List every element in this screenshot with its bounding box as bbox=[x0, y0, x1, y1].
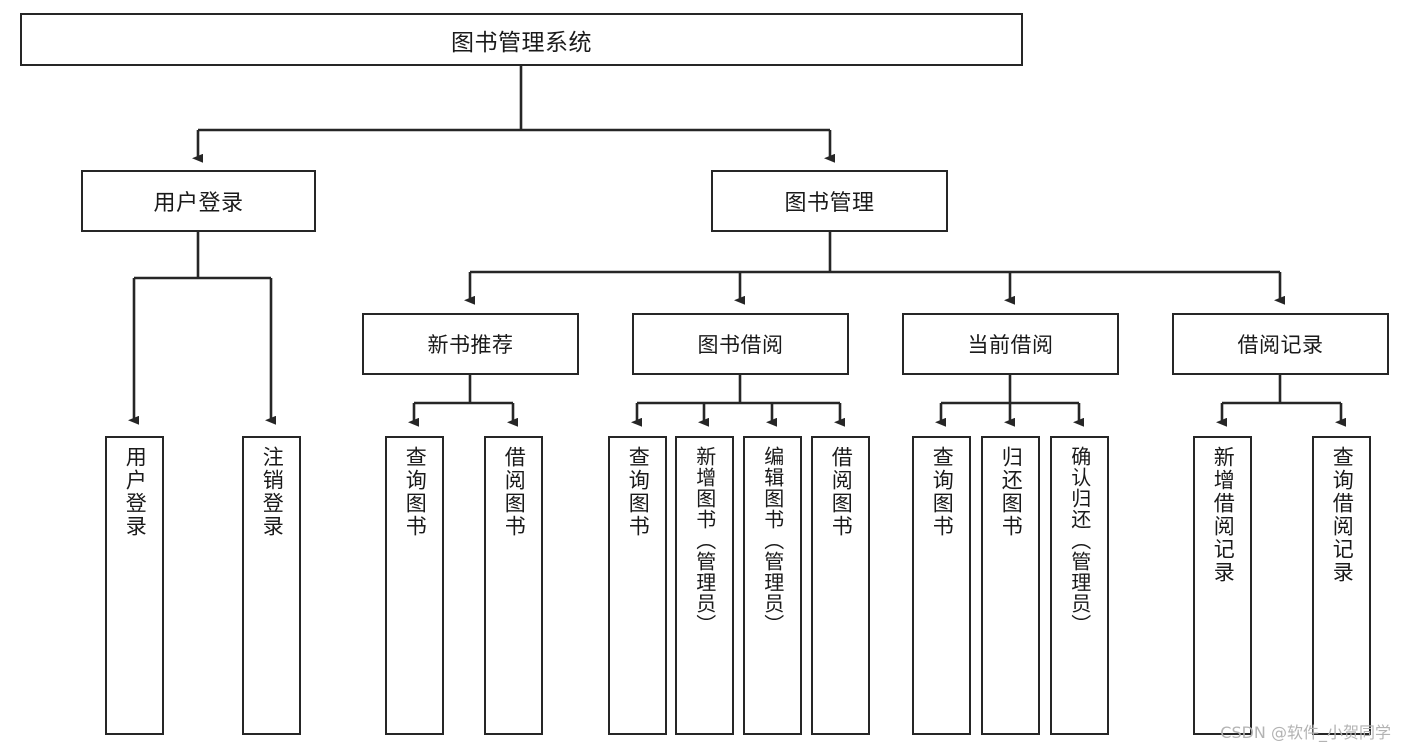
node-new-book-rec[interactable]: 新书推荐 bbox=[362, 313, 579, 375]
node-label: 借阅记录 bbox=[1237, 333, 1324, 357]
node-user-login[interactable]: 用户登录 bbox=[81, 170, 316, 232]
leaf-edit-book[interactable]: 编辑图书（管理员） bbox=[743, 436, 802, 735]
node-label: 查询图书 bbox=[403, 446, 428, 538]
node-label: 编辑图书（管理员） bbox=[760, 446, 785, 635]
node-label: 新书推荐 bbox=[427, 333, 514, 357]
leaf-logout-login[interactable]: 注销登录 bbox=[242, 436, 301, 735]
node-label: 确认归还（管理员） bbox=[1067, 446, 1092, 635]
leaf-query-book-3[interactable]: 查询图书 bbox=[912, 436, 971, 735]
node-label: 图书管理系统 bbox=[451, 29, 592, 56]
leaf-add-book[interactable]: 新增图书（管理员） bbox=[675, 436, 734, 735]
node-root-system[interactable]: 图书管理系统 bbox=[20, 13, 1023, 66]
node-label: 查询借阅记录 bbox=[1330, 446, 1355, 584]
leaf-borrow-book-2[interactable]: 借阅图书 bbox=[811, 436, 870, 735]
node-book-manage[interactable]: 图书管理 bbox=[711, 170, 948, 232]
node-book-borrow[interactable]: 图书借阅 bbox=[632, 313, 849, 375]
node-label: 借阅图书 bbox=[502, 446, 527, 538]
leaf-user-login[interactable]: 用户登录 bbox=[105, 436, 164, 735]
node-current-borrow[interactable]: 当前借阅 bbox=[902, 313, 1119, 375]
node-label: 用户登录 bbox=[153, 191, 244, 216]
leaf-return-book[interactable]: 归还图书 bbox=[981, 436, 1040, 735]
node-label: 图书借阅 bbox=[697, 333, 784, 357]
node-label: 借阅图书 bbox=[829, 446, 854, 538]
node-label: 新增借阅记录 bbox=[1211, 446, 1236, 584]
node-label: 用户登录 bbox=[123, 446, 148, 538]
leaf-query-book-2[interactable]: 查询图书 bbox=[608, 436, 667, 735]
node-label: 新增图书（管理员） bbox=[692, 446, 717, 635]
leaf-add-record[interactable]: 新增借阅记录 bbox=[1193, 436, 1252, 735]
leaf-query-book-1[interactable]: 查询图书 bbox=[385, 436, 444, 735]
node-label: 注销登录 bbox=[260, 446, 285, 538]
node-borrow-record[interactable]: 借阅记录 bbox=[1172, 313, 1389, 375]
node-label: 查询图书 bbox=[930, 446, 955, 538]
leaf-query-record[interactable]: 查询借阅记录 bbox=[1312, 436, 1371, 735]
node-label: 查询图书 bbox=[626, 446, 651, 538]
node-label: 图书管理 bbox=[784, 191, 875, 216]
node-label: 当前借阅 bbox=[967, 333, 1054, 357]
leaf-confirm-return[interactable]: 确认归还（管理员） bbox=[1050, 436, 1109, 735]
leaf-borrow-book-1[interactable]: 借阅图书 bbox=[484, 436, 543, 735]
node-label: 归还图书 bbox=[999, 446, 1024, 538]
csdn-watermark: CSDN @软件_小贺同学 bbox=[1220, 723, 1391, 742]
